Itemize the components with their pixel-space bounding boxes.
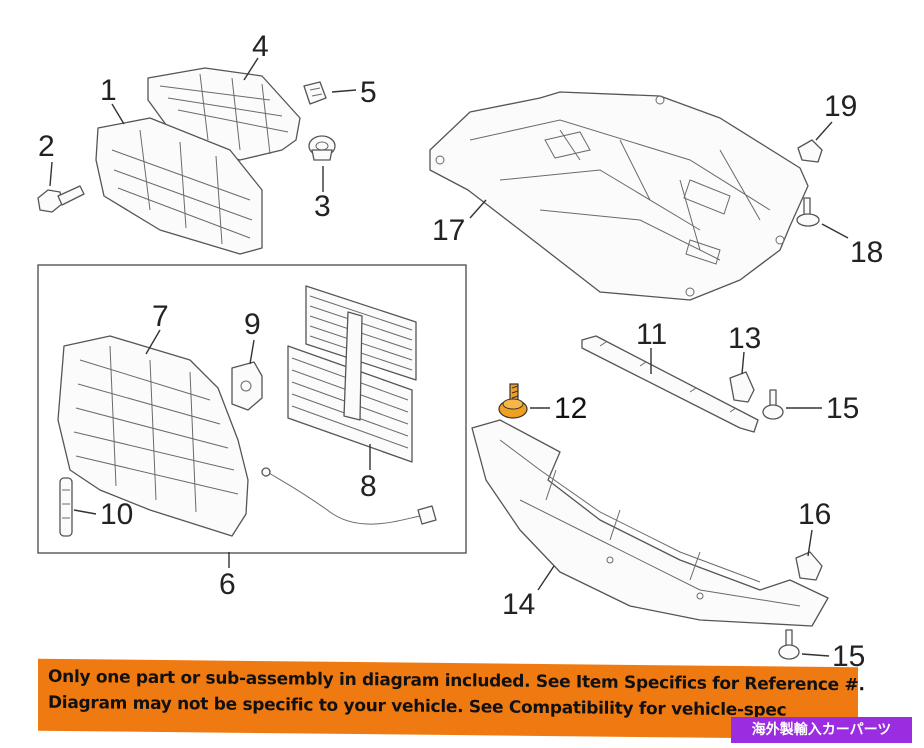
callout-13: 13 xyxy=(728,322,761,355)
callout-numbers: 1 2 3 4 5 6 7 8 9 10 11 12 13 14 15 15 1… xyxy=(38,30,883,673)
callout-17: 17 xyxy=(432,214,465,247)
subassembly-box xyxy=(37,264,467,554)
part-19-clip xyxy=(797,139,823,163)
callout-11: 11 xyxy=(636,318,667,351)
callout-5: 5 xyxy=(360,76,377,109)
part-13-clip xyxy=(729,371,755,403)
disclaimer-line-2: Diagram may not be specific to your vehi… xyxy=(48,692,787,721)
callout-14: 14 xyxy=(502,588,535,621)
callout-8: 8 xyxy=(360,470,377,503)
part-5-clip xyxy=(303,81,327,105)
callout-19: 19 xyxy=(824,90,857,123)
part-7-shutter-frame xyxy=(57,335,249,537)
callout-12: 12 xyxy=(554,392,587,425)
callout-9: 9 xyxy=(244,308,261,341)
callout-18: 18 xyxy=(850,236,883,269)
callout-10: 10 xyxy=(100,498,133,531)
callout-2: 2 xyxy=(38,130,55,163)
disclaimer-line-1: Only one part or sub-assembly in diagram… xyxy=(48,666,865,696)
part-12-bolt xyxy=(498,383,528,419)
part-2-bolt xyxy=(37,185,85,213)
callout-16: 16 xyxy=(798,498,831,531)
part-9-actuator xyxy=(231,361,263,411)
leader-lines xyxy=(49,57,849,657)
callout-6: 6 xyxy=(219,568,236,601)
callout-15-upper: 15 xyxy=(826,392,859,425)
part-14-air-deflector xyxy=(471,419,829,627)
part-15-screw-upper xyxy=(762,389,784,420)
part-8-shutter-blades xyxy=(261,285,437,525)
part-18-screw xyxy=(796,197,820,227)
part-3-push-nut xyxy=(308,135,336,161)
part-17-splash-shield xyxy=(429,91,809,301)
callout-7: 7 xyxy=(152,300,169,333)
part-16-clip xyxy=(795,551,823,581)
part-11-deflector-strip xyxy=(581,335,759,433)
import-parts-badge: 海外製輸入カーパーツ xyxy=(731,717,912,743)
part-1-air-guide xyxy=(95,117,263,255)
callout-1: 1 xyxy=(100,74,117,107)
part-10-bracket xyxy=(59,477,73,537)
callout-4: 4 xyxy=(252,30,269,63)
part-15-screw-lower xyxy=(778,629,800,660)
callout-3: 3 xyxy=(314,190,331,223)
